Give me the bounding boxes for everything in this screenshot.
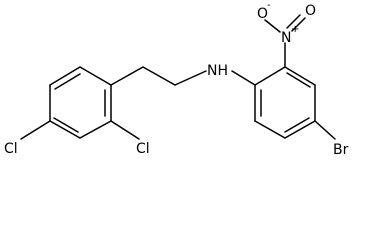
ethyl-bond-1 <box>110 66 144 86</box>
nitro-double-bond-inner <box>286 14 301 29</box>
nitro-double-bond-outer <box>291 17 306 32</box>
bond <box>79 120 112 139</box>
double-bond-inner <box>53 117 79 133</box>
bromine-label: Br <box>333 142 349 158</box>
bond-to-nh <box>174 70 207 86</box>
bond <box>254 120 286 139</box>
oxygen-negative-charge: - <box>267 0 271 11</box>
chlorine-label-right: Cl <box>136 141 150 157</box>
nitro-positive-charge: + <box>291 24 299 35</box>
bond-to-left-chlorine <box>20 120 51 140</box>
bromonitrophenyl-ring <box>254 66 316 139</box>
nitro-nitrogen-label: N <box>281 30 291 46</box>
double-bond-inner <box>284 117 310 133</box>
amine-label: NH <box>207 63 228 79</box>
bond <box>49 120 81 139</box>
bond-to-right-chlorine <box>110 120 140 140</box>
ethyl-bond-2 <box>142 66 176 86</box>
chlorine-label-left: Cl <box>4 141 18 157</box>
bond-nh-to-ring <box>231 70 256 86</box>
double-bond-inner <box>286 72 311 88</box>
bond <box>254 66 286 86</box>
chemical-structure-diagram: Cl Cl NH Br N + O - O <box>4 0 349 158</box>
double-bond-inner <box>54 73 81 90</box>
bond <box>284 66 316 86</box>
nitro-oxygen-double-label: O <box>305 3 316 19</box>
bond <box>49 66 81 86</box>
dichlorophenyl-ring <box>49 66 112 139</box>
molecule-svg: Cl Cl NH Br N + O - O <box>4 0 349 158</box>
bond-to-bromine <box>314 120 336 140</box>
nitro-oxygen-minus-label: O <box>257 6 268 22</box>
bond <box>284 120 316 139</box>
bond <box>79 66 112 86</box>
bond-nitro-to-o-minus <box>264 19 281 33</box>
